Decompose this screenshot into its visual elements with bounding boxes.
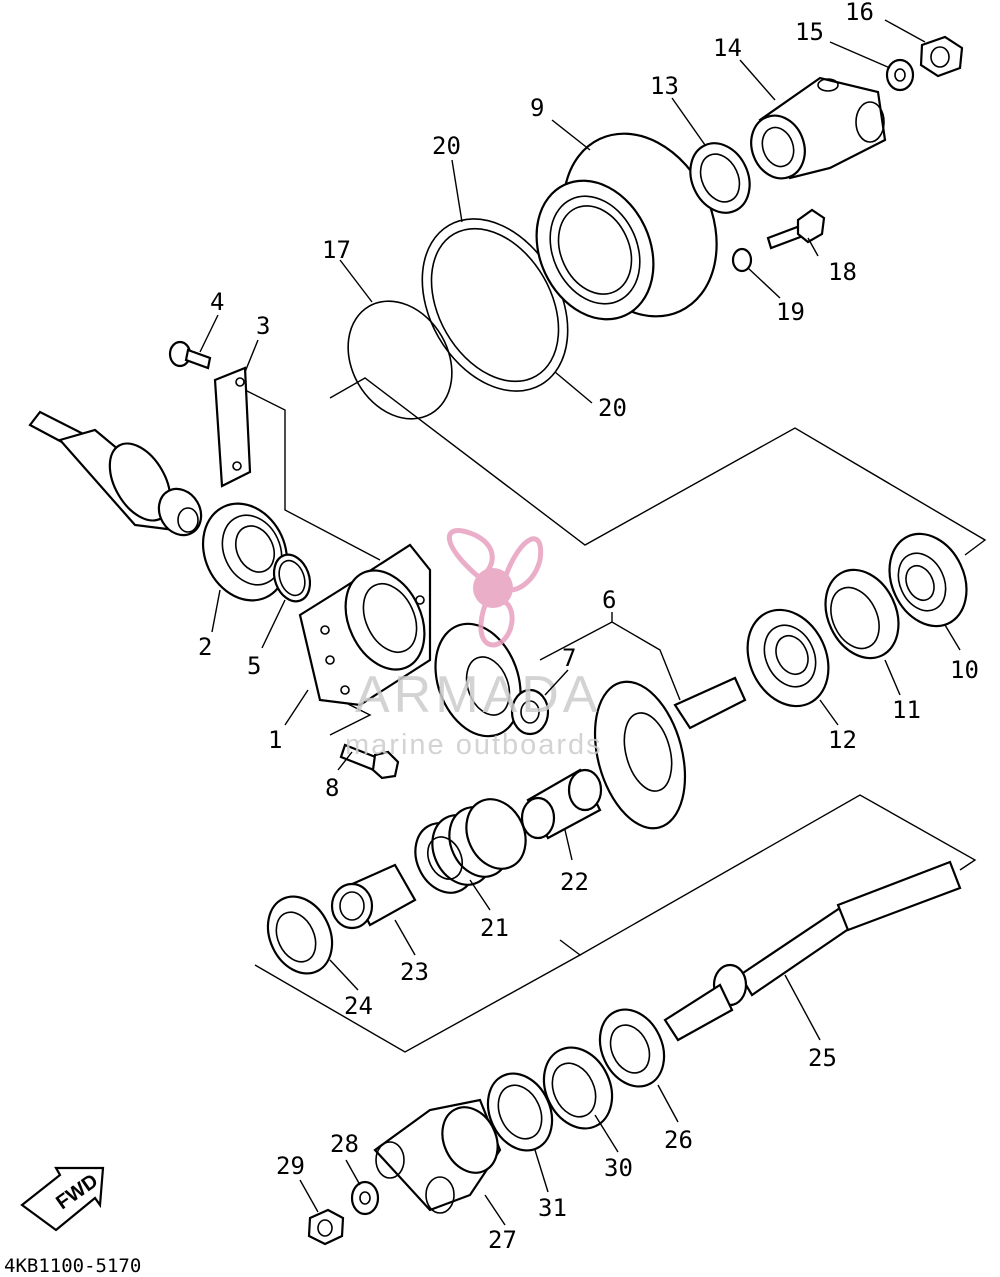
- bracket-1: [298, 543, 432, 707]
- bolt-8: [339, 743, 400, 780]
- callout-10: 10: [950, 656, 979, 684]
- callout-24: 24: [344, 992, 373, 1020]
- shaft-group-boundary: [579, 794, 977, 956]
- seal-31: [486, 1072, 554, 1152]
- spring-21: [414, 798, 527, 894]
- screw-4: [168, 340, 212, 370]
- bolt-leader: [329, 699, 372, 736]
- bearing-24: [266, 895, 334, 975]
- nut-16: [919, 35, 964, 78]
- callout-13: 13: [650, 72, 679, 100]
- washer-19: [731, 247, 753, 273]
- callout-5: 5: [247, 652, 261, 680]
- collar-22: [520, 768, 603, 840]
- shaft-25: [663, 860, 962, 1042]
- watermark-subtitle: marine outboards: [345, 729, 603, 761]
- bearing-10: [888, 532, 968, 628]
- collar-7: [510, 688, 550, 736]
- callout-27: 27: [488, 1226, 517, 1254]
- housing-9: [535, 132, 718, 321]
- callout-20-bottom: 20: [598, 394, 627, 422]
- callout-23: 23: [400, 958, 429, 986]
- middle-group-boundary: [254, 939, 582, 1053]
- seal-13: [689, 142, 751, 214]
- gear-6: [434, 622, 747, 830]
- callout-20-top: 20: [432, 132, 461, 160]
- callout-16: 16: [845, 0, 874, 26]
- bearing-26: [598, 1008, 666, 1088]
- callout-4: 4: [210, 288, 224, 316]
- o-ring-17: [347, 300, 453, 420]
- callout-22: 22: [560, 868, 589, 896]
- callout-17: 17: [322, 236, 351, 264]
- o-ring-5: [272, 553, 312, 603]
- washer-28: [350, 1180, 380, 1216]
- callout-14: 14: [713, 34, 742, 62]
- callout-7: 7: [562, 644, 576, 672]
- watermark-name: ARMADA: [355, 666, 601, 724]
- bracket-leader: [244, 389, 381, 561]
- callout-29: 29: [276, 1152, 305, 1180]
- bolt-18: [766, 208, 826, 250]
- yoke-27: [373, 1098, 502, 1214]
- catalog-code: 4KB1100-5170: [4, 1255, 141, 1277]
- plate-3: [213, 366, 252, 488]
- callout-1: 1: [268, 726, 282, 754]
- callout-15: 15: [795, 18, 824, 46]
- bushing-23: [330, 863, 417, 930]
- bearing-12: [746, 608, 830, 708]
- yoke-14: [750, 76, 887, 180]
- callout-3: 3: [256, 312, 270, 340]
- armada-watermark: ARMADA marine outboards: [345, 528, 603, 761]
- ring-nut-11: [824, 568, 900, 660]
- callout-8: 8: [325, 774, 339, 802]
- leader-lines: [199, 19, 961, 1226]
- ring-nut-30: [542, 1046, 614, 1130]
- callout-21: 21: [480, 914, 509, 942]
- bearing-2: [201, 502, 289, 602]
- callout-26: 26: [664, 1126, 693, 1154]
- washer-15: [885, 58, 915, 92]
- input-shaft: [28, 410, 203, 537]
- callout-9: 9: [530, 94, 544, 122]
- fwd-arrow-icon: FWD: [20, 1166, 105, 1232]
- callout-31: 31: [538, 1194, 567, 1222]
- callout-18: 18: [828, 258, 857, 286]
- callout-labels: 1 2 3 4 5 6 7 8 9 10 11 12 13 14 15 16 1…: [198, 0, 979, 1254]
- callout-11: 11: [892, 696, 921, 724]
- callout-6: 6: [602, 586, 616, 614]
- callout-19: 19: [776, 298, 805, 326]
- callout-25: 25: [808, 1044, 837, 1072]
- callout-2: 2: [198, 633, 212, 661]
- nut-29: [307, 1208, 345, 1246]
- callout-28: 28: [330, 1130, 359, 1158]
- callout-12: 12: [828, 726, 857, 754]
- callout-30: 30: [604, 1154, 633, 1182]
- upper-group-boundary: [329, 377, 987, 556]
